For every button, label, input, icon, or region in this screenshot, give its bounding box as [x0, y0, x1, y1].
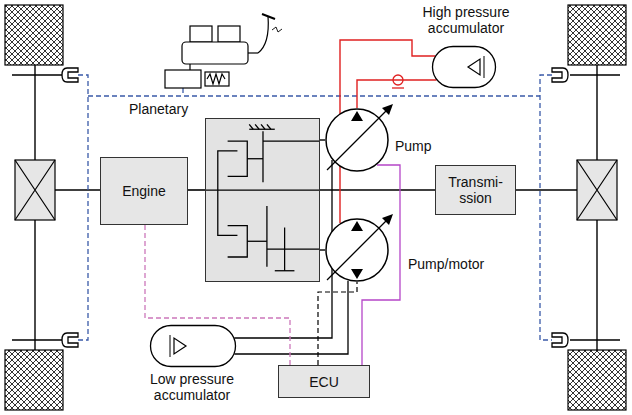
box-label: ECU	[305, 374, 343, 390]
part-label: Pump/motor	[408, 256, 498, 272]
pipe-connector	[318, 282, 357, 365]
pump-symbol: Pump	[325, 108, 389, 172]
pipe-connector	[320, 189, 435, 191]
pipe-connector	[234, 281, 348, 354]
pump-motor-symbol-outline	[325, 218, 389, 282]
planetary-gear-set: Planetary	[205, 118, 320, 282]
planetary-gear-set-outline	[206, 119, 319, 281]
engine-box: Engine	[100, 157, 188, 225]
accumulator: High pressure accumulator	[432, 46, 496, 88]
pipe-connector	[357, 80, 437, 108]
pipe-connector	[320, 249, 325, 250]
pump-symbol-outline	[325, 108, 389, 172]
brake-caliper	[62, 68, 568, 347]
accumulator-outline	[150, 325, 236, 367]
transmission-box: Transmi- ssion	[435, 165, 516, 215]
wheel	[5, 5, 626, 410]
pump-motor-symbol: Pump/motor	[325, 218, 389, 282]
part-label: High pressure accumulator	[416, 4, 516, 36]
accumulator: Low pressure accumulator	[150, 325, 236, 367]
part-label: Low pressure accumulator	[142, 371, 242, 403]
check-valve	[392, 75, 404, 88]
axle	[12, 65, 620, 350]
part-label: Pump	[395, 138, 445, 154]
ecu-box: ECU	[278, 365, 370, 398]
part-label: Planetary	[129, 101, 205, 117]
pipe-connector	[188, 189, 205, 191]
box-label: Engine	[118, 183, 170, 199]
box-label: Transmi- ssion	[441, 174, 510, 206]
accumulator-outline	[432, 46, 496, 88]
brake-line	[78, 75, 552, 340]
master-cylinder	[165, 14, 282, 88]
pipe-connector	[320, 139, 325, 140]
